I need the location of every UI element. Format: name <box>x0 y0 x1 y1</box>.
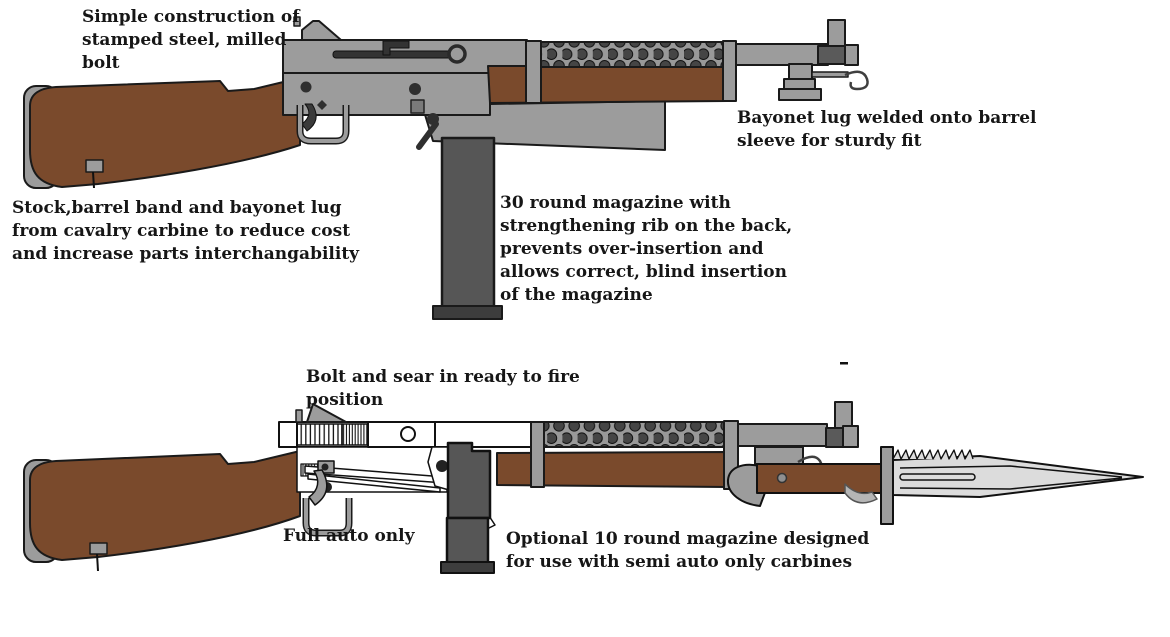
mag-release-lever <box>416 121 439 150</box>
lower-sling-swivel-pin <box>96 553 99 572</box>
upper-lower-receiver <box>282 72 491 116</box>
lower-carbine <box>23 401 1144 574</box>
bayonet-crossguard <box>880 446 894 525</box>
lower-trigger <box>308 469 328 506</box>
bayonet-bevel-bottom <box>899 477 1123 490</box>
magazine-10rd <box>440 441 495 574</box>
annotation-stock-parts: Stock,barrel band and bayonet lug from c… <box>12 198 360 264</box>
charging-slot <box>332 50 452 59</box>
bayonet-grip <box>756 463 883 494</box>
bayonet-blade <box>892 455 1144 498</box>
cutaway-rear-cap <box>278 421 298 448</box>
lower-front-sight-base <box>842 425 859 448</box>
bayonet-sawback <box>892 449 974 460</box>
upper-front-sight-base-dark <box>817 45 846 65</box>
lower-trigger-guard-inner <box>304 498 351 535</box>
bolt-knob <box>447 44 467 64</box>
lug-hook <box>844 70 869 91</box>
upper-bayonet-lug <box>778 63 869 101</box>
annotation-bayonet-lug: Bayonet lug welded onto barrel sleeve fo… <box>737 108 1037 151</box>
lower-front-sight-post <box>834 401 853 429</box>
lower-shroud-holes <box>543 421 725 448</box>
charging-handle <box>382 40 410 56</box>
upper-handguard <box>487 65 728 104</box>
lower-stock <box>29 450 301 561</box>
receiver-rivet-small <box>317 100 327 110</box>
lower-front-sight-base-dark <box>825 427 844 448</box>
upper-sling-swivel-pin <box>92 171 95 189</box>
receiver-rivet <box>409 83 421 95</box>
lower-barrel-band <box>530 421 545 488</box>
upper-shroud-endcap <box>722 40 737 102</box>
annotation-bolt-sear: Bolt and sear in ready to fire position <box>306 367 580 410</box>
magazine-30rd-baseplate <box>432 305 503 320</box>
lower-bayonet-bracket <box>754 446 804 465</box>
bayonet-rivet <box>776 472 788 484</box>
upper-barrel-band <box>525 40 542 104</box>
bayonet-bevel-top <box>899 465 1123 478</box>
magazine-10rd-baseplate <box>440 561 495 574</box>
bayonet <box>726 446 1144 525</box>
receiver-rivet <box>300 81 312 93</box>
upper-rear-sight-pin <box>293 16 301 27</box>
annotation-magazine-10: Optional 10 round magazine designed for … <box>506 529 870 572</box>
lower-rear-sight <box>306 403 347 423</box>
upper-sling-swivel <box>85 159 104 173</box>
upper-front-sight-base <box>844 44 859 66</box>
bayonet-grip-curve <box>844 483 878 504</box>
mag-release-tab <box>410 99 425 114</box>
annotation-construction: Simple construction of stamped steel, mi… <box>82 7 300 73</box>
bayonet-fuller <box>899 473 976 481</box>
upper-barrel <box>735 43 829 66</box>
annotation-full-auto: Full auto only <box>283 526 415 546</box>
lower-barrel <box>737 423 828 447</box>
annotation-magazine-30: 30 round magazine with strengthening rib… <box>500 193 793 305</box>
upper-rear-sight <box>301 20 342 41</box>
magazine-30rd <box>440 136 496 310</box>
upper-carbine <box>23 16 869 320</box>
stray-mark <box>840 362 848 365</box>
lower-sling-swivel <box>89 542 108 555</box>
upper-shroud-holes <box>540 41 724 68</box>
upper-trigger-guard-inner <box>298 105 348 143</box>
upper-stock <box>29 77 301 188</box>
lower-rear-pin <box>295 409 303 423</box>
bolt-and-spring-cutaway <box>296 421 436 448</box>
